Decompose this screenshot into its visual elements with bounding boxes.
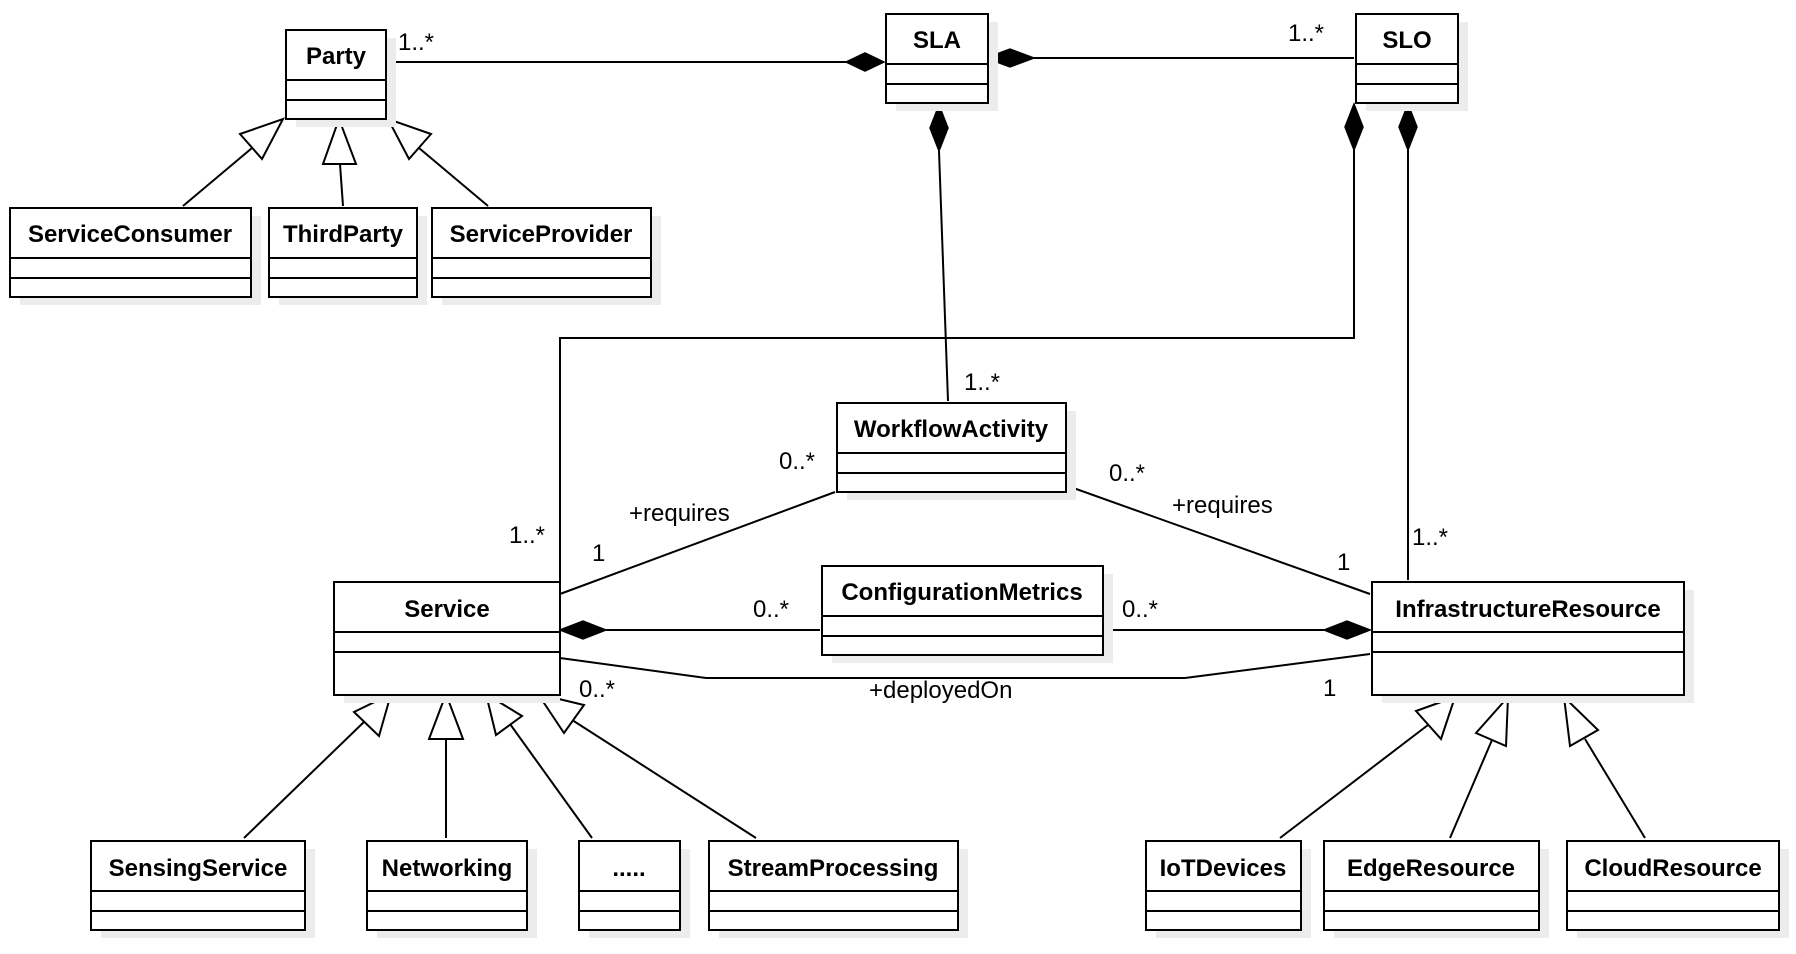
class-workflow-activity: WorkflowActivity (836, 402, 1076, 500)
edge-resource-class-name: EdgeResource (1347, 855, 1515, 882)
slo-class-name: SLO (1382, 27, 1431, 54)
class-service-consumer: ServiceConsumer (9, 207, 261, 305)
gen-provider-party (418, 147, 489, 207)
class-ellipsis: ..... (578, 840, 690, 938)
class-cloud-resource: CloudResource (1566, 840, 1789, 938)
slo-infra-multiplicity: 1..* (1412, 524, 1448, 551)
gen-consumer-party-arrow (238, 117, 286, 161)
workflow-infra-multiplicity: 0..* (1109, 460, 1145, 487)
class-edge-resource: EdgeResource (1323, 840, 1549, 938)
service-deployed-on-association (559, 653, 1371, 679)
class-stream-processing: StreamProcessing (708, 840, 968, 938)
gen-networking-service-arrow (427, 691, 465, 740)
gen-sensing-service (243, 719, 367, 839)
party-sla-multiplicity: 1..* (398, 29, 434, 56)
class-service: Service (333, 581, 561, 703)
class-sensing-service: SensingService (90, 840, 315, 938)
association-labels: 1..* 1..* 1..* 1..* 1..* 0..* 1 +require… (398, 20, 1448, 704)
gen-ellipsis-service (509, 723, 593, 839)
class-configuration-metrics: ConfigurationMetrics (821, 565, 1113, 663)
sla-composition-diamond-left (844, 52, 886, 72)
workflow-activity-class-name: WorkflowActivity (854, 416, 1049, 443)
gen-edge-infra-arrow (1474, 694, 1510, 748)
slo-service-association (559, 150, 1355, 585)
service-requires-workflow (559, 491, 836, 595)
gen-thirdparty-party (339, 163, 344, 207)
gen-provider-party-arrow (385, 117, 433, 161)
class-service-provider: ServiceProvider (431, 207, 661, 305)
slo-service-diamond (1344, 101, 1364, 153)
cfg-infra-multiplicity: 0..* (1122, 596, 1158, 623)
service-cfg-diamond (557, 620, 609, 640)
gen-cloud-infra (1584, 738, 1646, 839)
infra-workflow-multiplicity: 1 (1337, 549, 1350, 576)
gen-ellipsis-service-arrow (484, 691, 524, 737)
sla-class-name: SLA (913, 27, 961, 54)
workflow-requires-infra (1064, 484, 1371, 595)
slo-service-multiplicity: 1..* (509, 522, 545, 549)
service-deployed-multiplicity: 0..* (579, 676, 615, 703)
sla-workflow-multiplicity: 1..* (964, 369, 1000, 396)
slo-infra-diamond (1398, 101, 1418, 153)
infrastructure-resource-class-name: InfrastructureResource (1395, 596, 1660, 623)
class-iot-devices: IoTDevices (1145, 840, 1311, 938)
workflow-service-multiplicity: 0..* (779, 448, 815, 475)
infra-cfg-diamond (1321, 620, 1373, 640)
party-class-name: Party (306, 43, 367, 70)
gen-edge-infra (1449, 739, 1493, 839)
deployed-on-role: +deployedOn (869, 677, 1012, 704)
networking-class-name: Networking (382, 855, 513, 882)
class-party: Party (285, 29, 396, 127)
infra-requires-role: +requires (1172, 492, 1273, 519)
gen-stream-service (568, 717, 757, 839)
class-third-party: ThirdParty (268, 207, 427, 305)
class-slo: SLO (1355, 13, 1468, 111)
slo-sla-multiplicity: 1..* (1288, 20, 1324, 47)
service-class-name: Service (404, 596, 489, 623)
gen-iot-infra-arrow (1414, 695, 1457, 741)
cloud-resource-class-name: CloudResource (1584, 855, 1761, 882)
gen-consumer-party (182, 147, 253, 207)
infra-deployed-multiplicity: 1 (1323, 675, 1336, 702)
configuration-metrics-class-name: ConfigurationMetrics (841, 579, 1082, 606)
service-workflow-multiplicity: 1 (592, 540, 605, 567)
stream-processing-class-name: StreamProcessing (728, 855, 939, 882)
sla-workflow-diamond (929, 102, 949, 154)
gen-stream-service-arrow (535, 692, 586, 735)
third-party-class-name: ThirdParty (283, 221, 404, 248)
gen-thirdparty-party-arrow (321, 116, 358, 165)
class-sla: SLA (885, 13, 998, 111)
service-requires-role: +requires (629, 500, 730, 527)
service-provider-class-name: ServiceProvider (450, 221, 633, 248)
class-networking: Networking (366, 840, 537, 938)
gen-iot-infra (1279, 724, 1429, 839)
sla-workflow-association (938, 150, 949, 402)
iot-devices-class-name: IoTDevices (1160, 855, 1287, 882)
gen-cloud-infra-arrow (1562, 694, 1600, 748)
cfg-service-multiplicity: 0..* (753, 596, 789, 623)
sensing-service-class-name: SensingService (109, 855, 288, 882)
service-consumer-class-name: ServiceConsumer (28, 221, 232, 248)
class-infrastructure-resource: InfrastructureResource (1371, 581, 1694, 703)
ellipsis-class-name: ..... (612, 855, 645, 882)
